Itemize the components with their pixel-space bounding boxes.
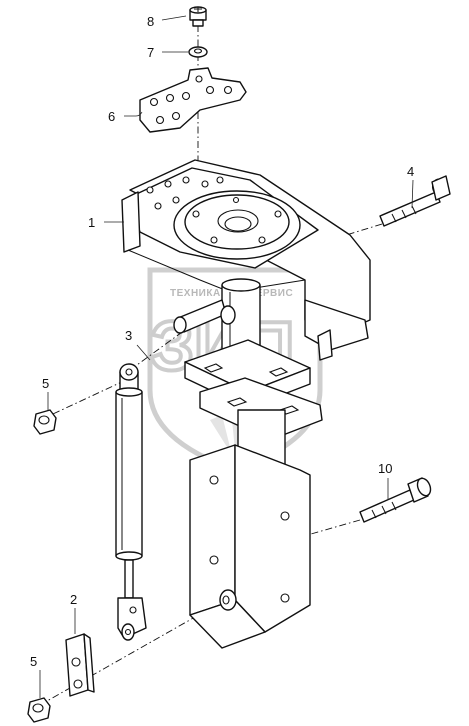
part-8-screw <box>189 6 207 27</box>
callout-3: 3 <box>125 328 132 343</box>
part-2-link-plate <box>65 633 95 697</box>
callout-8: 8 <box>147 14 154 29</box>
callout-5-lower: 5 <box>30 654 37 669</box>
callout-1: 1 <box>88 215 95 230</box>
part-6-plate <box>139 67 247 133</box>
part-10-bolt <box>359 477 432 523</box>
part-4-bolt <box>379 175 451 227</box>
center-line-spring-top <box>39 379 127 421</box>
part-3-gas-spring <box>115 363 147 641</box>
callout-4: 4 <box>407 164 414 179</box>
callout-2: 2 <box>70 592 77 607</box>
leader-lines <box>39 15 414 698</box>
callout-7: 7 <box>147 45 154 60</box>
part-5-nut-lower <box>27 697 51 723</box>
watermark-text-left: ТЕХНИКА <box>170 288 221 299</box>
callout-10: 10 <box>378 461 392 476</box>
watermark-wheat-icon <box>210 400 262 460</box>
clamp-block <box>184 339 323 445</box>
watermark-text-right: СЕРВИС <box>248 288 293 299</box>
center-line-spring-3 <box>129 329 186 371</box>
callout-5-upper: 5 <box>42 376 49 391</box>
callouts: 8 7 6 1 4 3 5 10 2 5 <box>30 14 414 669</box>
callout-6: 6 <box>108 109 115 124</box>
part-7-washer <box>188 46 208 58</box>
part-5-nut-upper <box>33 409 57 435</box>
lower-bracket <box>189 409 311 649</box>
part-1-housing <box>121 159 371 361</box>
